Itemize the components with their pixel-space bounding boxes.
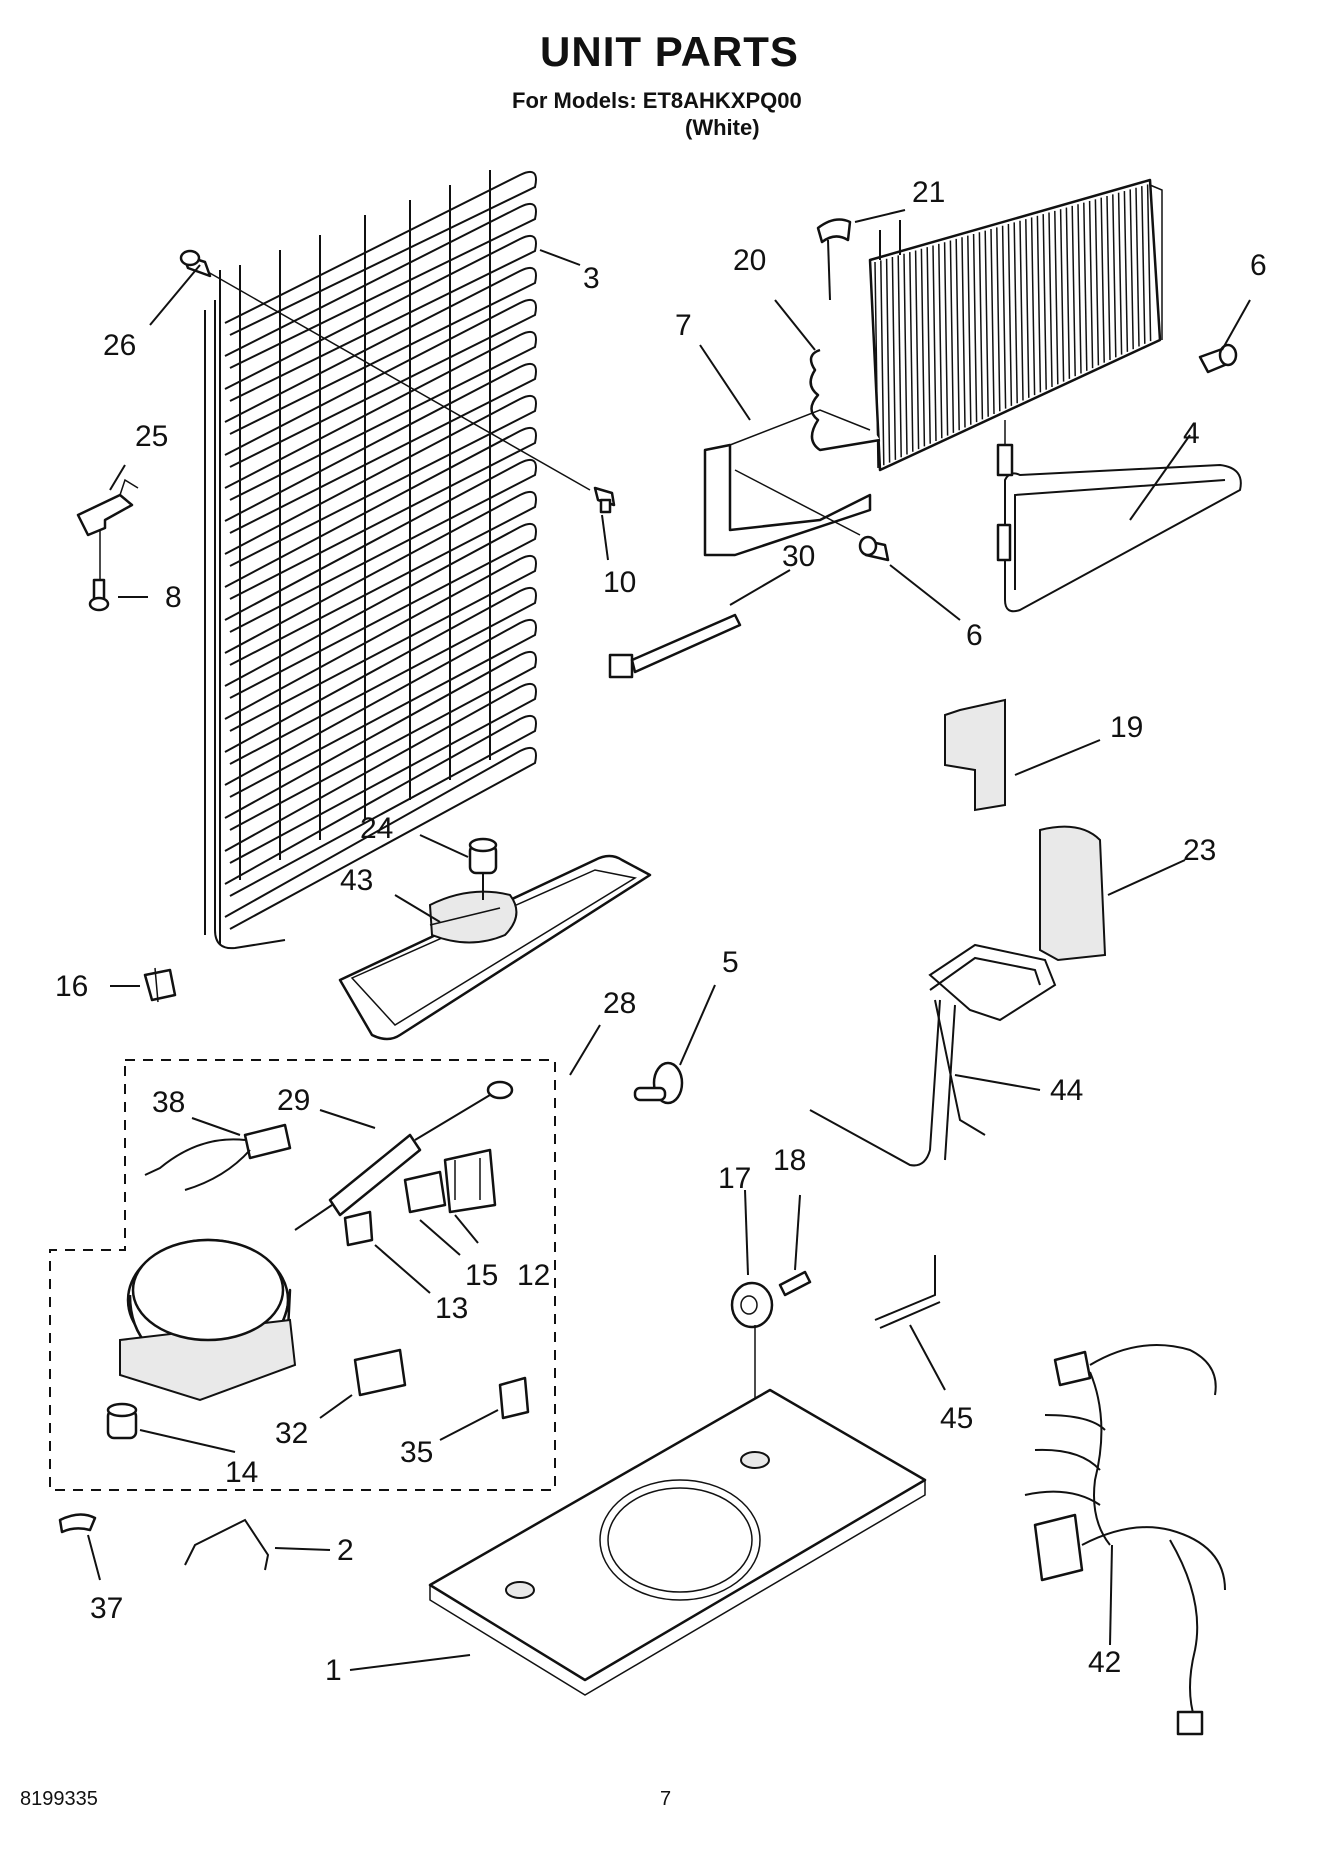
callout-43: 43 xyxy=(340,864,373,897)
compressor-part[interactable] xyxy=(119,1238,297,1402)
callout-13: 13 xyxy=(435,1292,468,1325)
page-title: UNIT PARTS xyxy=(540,28,799,75)
callout-2: 2 xyxy=(337,1534,354,1567)
callout-38: 38 xyxy=(152,1086,185,1119)
callout-14: 14 xyxy=(225,1456,258,1489)
callout-20: 20 xyxy=(733,244,766,277)
evaporator-part[interactable] xyxy=(809,178,1163,472)
clip-part-21[interactable] xyxy=(816,218,852,301)
callout-44: 44 xyxy=(1050,1074,1083,1107)
compressor-kit-outline xyxy=(49,1059,556,1491)
callout-32: 32 xyxy=(275,1417,308,1450)
callout-3: 3 xyxy=(583,262,600,295)
drier-part-29[interactable] xyxy=(294,1080,514,1231)
clip-part-16[interactable] xyxy=(143,967,177,1003)
callout-7: 7 xyxy=(675,309,692,342)
leader-lines xyxy=(87,209,1251,1671)
callout-45: 45 xyxy=(940,1402,973,1435)
tubing-part-44[interactable] xyxy=(809,943,1057,1167)
wiring-harness-part[interactable] xyxy=(1024,1344,1226,1736)
insulation-part-23[interactable] xyxy=(1039,825,1107,962)
callout-28: 28 xyxy=(603,987,636,1020)
screw-part-6-lower[interactable] xyxy=(858,535,890,562)
callout-16: 16 xyxy=(55,970,88,1003)
callout-18: 18 xyxy=(773,1144,806,1177)
callout-26: 26 xyxy=(103,329,136,362)
grommet-part-5[interactable] xyxy=(633,1061,684,1105)
page-number: 7 xyxy=(660,1788,672,1810)
model-subtitle: For Models: ET8AHKXPQ00 xyxy=(512,88,802,113)
callout-37: 37 xyxy=(90,1592,123,1625)
screw-part-26[interactable] xyxy=(179,249,212,278)
connector-part-13[interactable] xyxy=(343,1210,374,1247)
cable-tie-part[interactable] xyxy=(608,613,742,679)
wire-clip-part-2[interactable] xyxy=(184,1518,270,1571)
defrost-heater-part[interactable] xyxy=(996,420,1242,613)
screw-part-18[interactable] xyxy=(778,1270,812,1297)
callout-23: 23 xyxy=(1183,834,1216,867)
bracket-part-25[interactable] xyxy=(76,478,139,537)
evaporator-bracket-part[interactable] xyxy=(703,409,872,557)
callout-10: 10 xyxy=(603,566,636,599)
callout-25: 25 xyxy=(135,420,168,453)
grommet-part-14[interactable] xyxy=(106,1402,138,1440)
callout-1: 1 xyxy=(325,1654,342,1687)
callout-5: 5 xyxy=(722,946,739,979)
callout-24: 24 xyxy=(360,812,393,845)
callout-30: 30 xyxy=(782,540,815,573)
relay-cord-part-38[interactable] xyxy=(144,1123,292,1191)
base-pan-part[interactable] xyxy=(428,1388,927,1696)
callout-15: 15 xyxy=(465,1259,498,1292)
callout-4: 4 xyxy=(1183,417,1200,450)
overload-part-15[interactable] xyxy=(403,1170,447,1214)
callout-35: 35 xyxy=(400,1436,433,1469)
callout-6-top: 6 xyxy=(1250,249,1267,282)
screw-part-10[interactable] xyxy=(593,486,616,514)
document-number: 8199335 xyxy=(20,1788,98,1810)
callout-29: 29 xyxy=(277,1084,310,1117)
grommet-part-24[interactable] xyxy=(468,837,498,900)
capacitor-part-32[interactable] xyxy=(353,1348,407,1397)
callout-8: 8 xyxy=(165,581,182,614)
drain-pan-part[interactable] xyxy=(338,854,652,1041)
callout-17: 17 xyxy=(718,1162,751,1195)
callout-42: 42 xyxy=(1088,1646,1121,1679)
connector-part-35[interactable] xyxy=(498,1376,530,1420)
relay-part-12[interactable] xyxy=(443,1148,497,1214)
insulation-part-19[interactable] xyxy=(944,698,1006,812)
condenser-coil-part[interactable] xyxy=(204,170,537,950)
callout-6-lower: 6 xyxy=(966,619,983,652)
callout-21: 21 xyxy=(912,176,945,209)
model-variant: (White) xyxy=(685,115,760,140)
grommet-part-17[interactable] xyxy=(730,1281,774,1329)
tubing-part-45[interactable] xyxy=(874,1255,941,1329)
screw-part-6-top[interactable] xyxy=(1198,343,1238,374)
screw-part-8[interactable] xyxy=(88,578,110,612)
callout-12: 12 xyxy=(517,1259,550,1292)
clip-part-37[interactable] xyxy=(58,1513,97,1534)
callout-19: 19 xyxy=(1110,711,1143,744)
